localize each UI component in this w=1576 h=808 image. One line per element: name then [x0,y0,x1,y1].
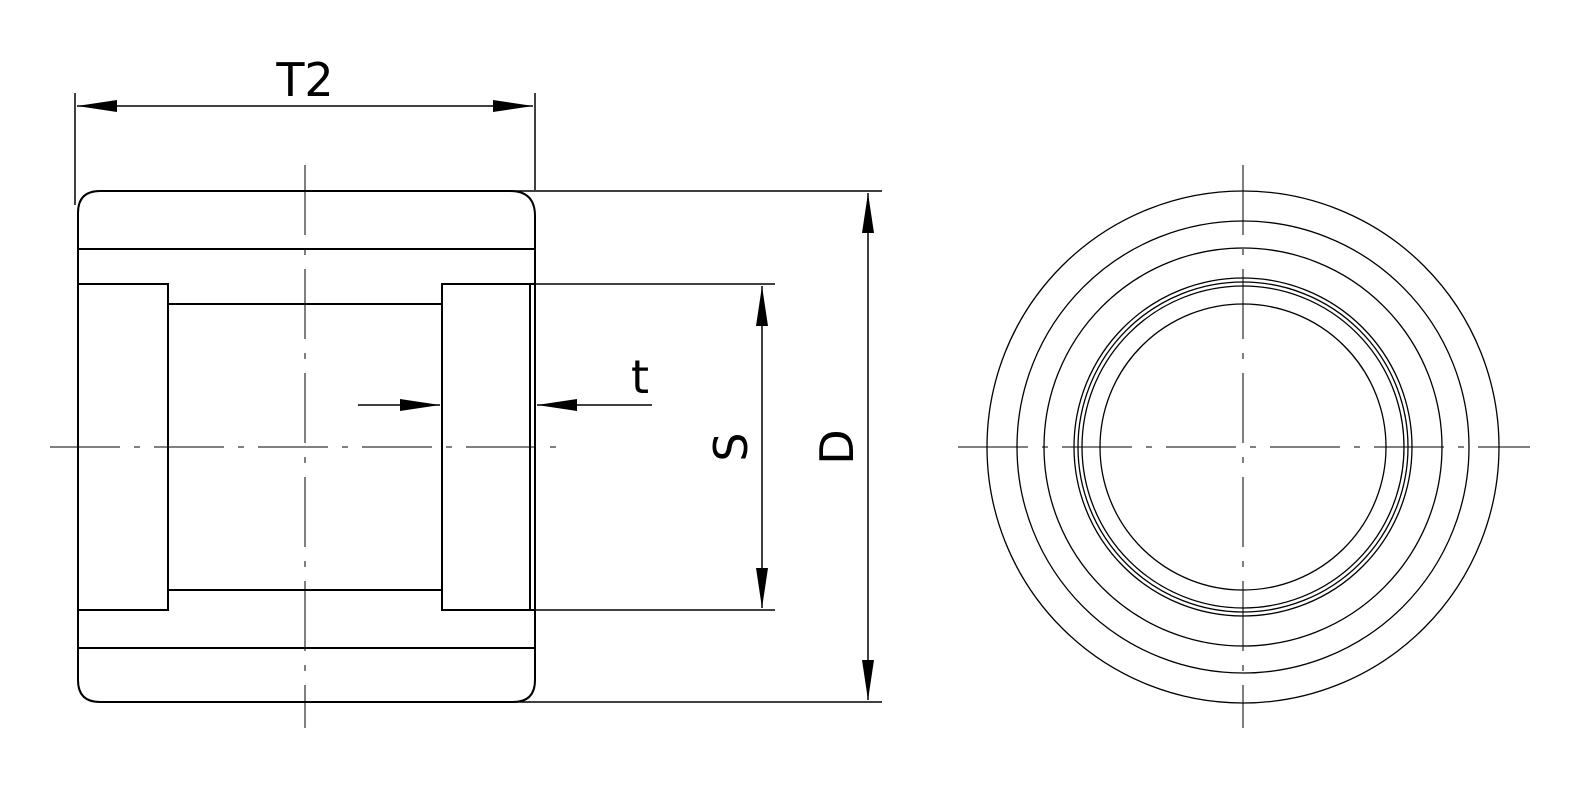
dimension-d: D [510,190,882,703]
body-wall-top [77,248,536,305]
knurl-band-top [77,190,536,250]
body-wall-bottom [77,589,536,649]
end-view [958,165,1530,728]
dimension-label-s: S [704,432,758,461]
bore-circle [1099,303,1387,591]
dimension-label-t: t [631,350,649,404]
knurl-band-bottom [77,647,536,703]
dimension-s: S [535,283,775,611]
dimension-label-t2: T2 [275,53,333,107]
dimension-label-d: D [810,429,864,464]
section-view [50,165,560,728]
dimension-t: t [358,350,652,411]
dimension-t2: T2 [74,53,536,205]
